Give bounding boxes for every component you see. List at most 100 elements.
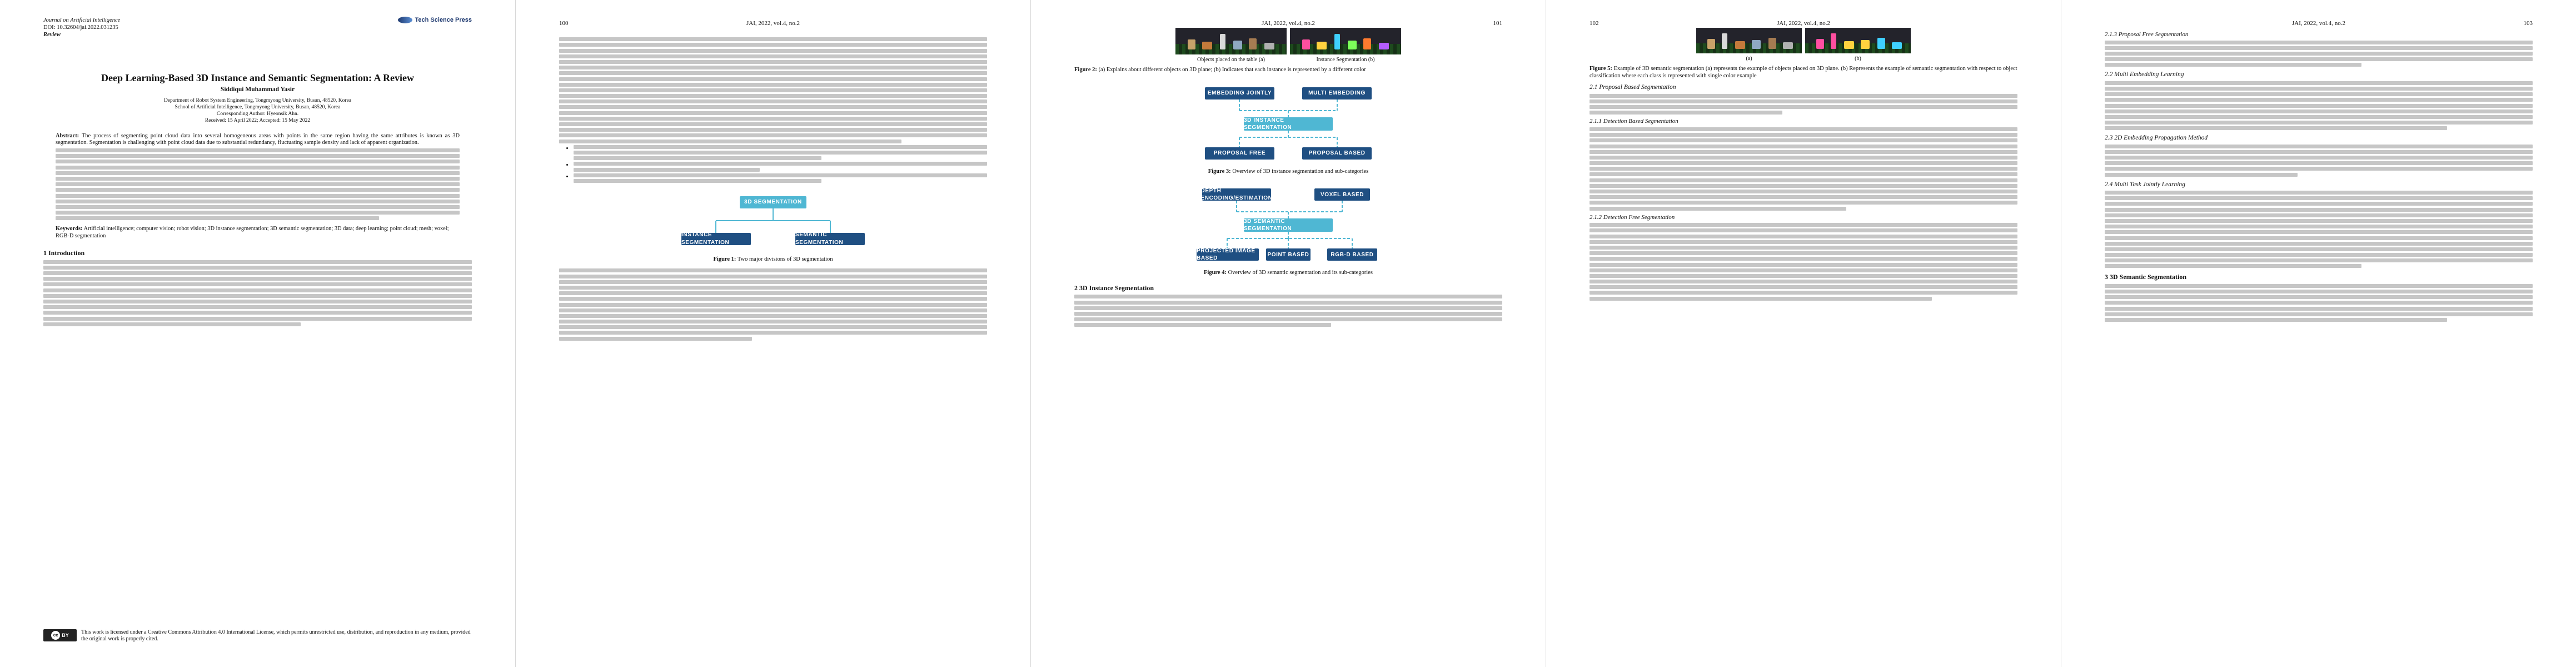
box-point-based: POINT BASED — [1266, 248, 1311, 261]
body-text — [43, 260, 472, 326]
running-head: 100 JAI, 2022, vol.4, no.2 — [559, 20, 987, 28]
keywords: Keywords: Artificial intelligence; compu… — [56, 226, 460, 240]
subfigure-label: (a) — [1746, 56, 1752, 62]
box-proposal-free: PROPOSAL FREE — [1205, 147, 1274, 160]
publisher-name: Tech Science Press — [415, 17, 472, 23]
figure-label: Figure 5: — [1590, 66, 1612, 72]
received-date: Received: 15 April 2022; Accepted: 15 Ma… — [205, 117, 311, 123]
figure-caption-text: Two major divisions of 3D segmentation — [737, 256, 833, 262]
box-projected-image-based: PROJECTED IMAGE BASED — [1197, 248, 1259, 261]
figure-label: Figure 3: — [1208, 168, 1231, 175]
paper-title: Deep Learning-Based 3D Instance and Sema… — [101, 72, 414, 83]
keywords-text: Artificial intelligence; computer vision… — [56, 226, 449, 239]
box-multi-embedding: MULTI EMBEDDING — [1302, 87, 1372, 99]
subsection-heading: 2.2 Multi Embedding Learning — [2105, 71, 2184, 78]
box-3d-segmentation: 3D SEGMENTATION — [740, 196, 806, 208]
figure-3-connectors — [1239, 99, 1338, 147]
subfigure-label: (b) — [1855, 56, 1861, 62]
semantic-segmentation-image — [1805, 28, 1911, 53]
box-depth-encoding: DEPTH ENCODING/ESTIMATION — [1200, 188, 1273, 202]
page-number: 102 — [1590, 20, 1599, 27]
box-proposal-based: PROPOSAL BASED — [1302, 147, 1372, 160]
figure-5: (a) (b) — [1590, 28, 2017, 62]
subsection-heading: 2.3 2D Embedding Propagation Method — [2105, 135, 2208, 142]
box-rgbd-based: RGB-D BASED — [1327, 248, 1377, 261]
corresponding-author: Corresponding Author: Hyeonsik Ahn. — [216, 111, 299, 117]
affiliations: Department of Robot System Engineering, … — [43, 97, 472, 124]
figure-5b: (b) — [1805, 28, 1911, 62]
journal-running-title: JAI, 2022, vol.4, no.2 — [1777, 20, 1830, 27]
license-text: This work is licensed under a Creative C… — [81, 629, 471, 642]
figure-2b: Instance Segmentation (b) — [1290, 28, 1401, 63]
journal-running-title: JAI, 2022, vol.4, no.2 — [1262, 20, 1315, 27]
instance-segmentation-image — [1290, 28, 1401, 54]
author-list: Siddiqui Muhammad Yasir — [220, 86, 295, 93]
affiliation-2: School of Artificial Intelligence, Tongm… — [175, 104, 341, 110]
page-100: 100 JAI, 2022, vol.4, no.2 — [515, 0, 1030, 667]
running-head: 102 JAI, 2022, vol.4, no.2 — [1590, 20, 2017, 28]
keywords-label: Keywords: — [56, 226, 83, 232]
box-instance-segmentation: INSTANCE SEGMENTATION — [681, 232, 751, 246]
figure-label: Figure 1: — [713, 256, 736, 262]
running-head: Journal on Artificial Intelligence DOI: … — [43, 17, 472, 38]
list-item — [574, 162, 987, 172]
page-title: Journal on Artificial Intelligence DOI: … — [0, 0, 515, 667]
box-semantic-segmentation: SEMANTIC SEGMENTATION — [795, 232, 865, 246]
body-text — [559, 37, 987, 143]
figure-5-caption: Figure 5: Example of 3D semantic segment… — [1590, 66, 2017, 79]
publisher-logo: Tech Science Press — [398, 17, 472, 23]
body-text — [2105, 144, 2533, 177]
journal-name: Journal on Artificial Intelligence — [43, 17, 121, 23]
box-3d-instance-segmentation: 3D INSTANCE SEGMENTATION — [1244, 117, 1333, 131]
figure-caption-text: Overview of 3D instance segmentation and… — [1232, 168, 1369, 175]
figure-1-connectors — [715, 208, 831, 233]
affiliation-1: Department of Robot System Engineering, … — [163, 97, 352, 103]
list-item — [574, 173, 987, 183]
figure-4-caption: Figure 4: Overview of 3D semantic segmen… — [1074, 270, 1502, 277]
body-text — [2105, 283, 2533, 322]
subsection-heading: 2.1 Proposal Based Segmentation — [1590, 84, 1676, 91]
figure-4-connectors — [1227, 201, 1353, 249]
figure-2: Objects placed on the table (a) Instance… — [1074, 28, 1502, 63]
contribution-list — [574, 145, 987, 183]
abstract-label: Abstract: — [56, 132, 79, 139]
body-text — [1590, 127, 2017, 211]
section-heading: 2 3D Instance Segmentation — [1074, 283, 1154, 292]
subsubsection-heading: 2.1.1 Detection Based Segmentation — [1590, 118, 1678, 125]
scene-image — [1696, 28, 1802, 53]
subsubsection-heading: 2.1.3 Proposal Free Segmentation — [2105, 31, 2189, 38]
page-number: 103 — [2523, 20, 2533, 27]
body-text — [1074, 295, 1502, 327]
figure-3-diagram: EMBEDDING JOINTLY MULTI EMBEDDING 3D INS… — [1205, 83, 1372, 166]
box-voxel-based: VOXEL BASED — [1314, 188, 1370, 201]
box-3d-semantic-segmentation: 3D SEMANTIC SEGMENTATION — [1244, 218, 1333, 232]
section-heading: 1 Introduction — [43, 249, 85, 257]
figure-5a: (a) — [1696, 28, 1802, 62]
subfigure-label: Instance Segmentation (b) — [1316, 57, 1375, 63]
figure-1-diagram: 3D SEGMENTATION INSTANCE SEGMENTATION SE… — [681, 192, 865, 253]
article-type: Review — [43, 32, 61, 38]
figure-4-diagram: DEPTH ENCODING/ESTIMATION VOXEL BASED 3D… — [1197, 184, 1380, 267]
figure-label: Figure 4: — [1204, 270, 1227, 276]
body-text — [559, 268, 987, 341]
body-text — [2105, 191, 2533, 268]
box-embedding-jointly: EMBEDDING JOINTLY — [1205, 87, 1274, 99]
journal-running-title: JAI, 2022, vol.4, no.2 — [746, 20, 800, 27]
page-number: 100 — [559, 20, 569, 27]
scene-image — [1175, 28, 1287, 54]
subfigure-label: Objects placed on the table (a) — [1197, 57, 1265, 63]
page-102: 102 JAI, 2022, vol.4, no.2 (a) — [1546, 0, 2061, 667]
doi: DOI: 10.32604/jai.2022.031235 — [43, 24, 118, 31]
body-text — [2105, 40, 2533, 67]
body-text — [2105, 81, 2533, 131]
figure-caption-text: Overview of 3D semantic segmentation and… — [1228, 270, 1373, 276]
subsection-heading: 2.4 Multi Task Jointly Learning — [2105, 181, 2185, 188]
figure-caption-text: (a) Explains about different objects on … — [1098, 67, 1366, 73]
abstract-text: The process of segmenting point cloud da… — [56, 132, 460, 146]
figure-2a: Objects placed on the table (a) — [1175, 28, 1287, 63]
body-text — [1590, 93, 2017, 115]
abstract: Abstract: The process of segmenting poin… — [56, 132, 460, 221]
